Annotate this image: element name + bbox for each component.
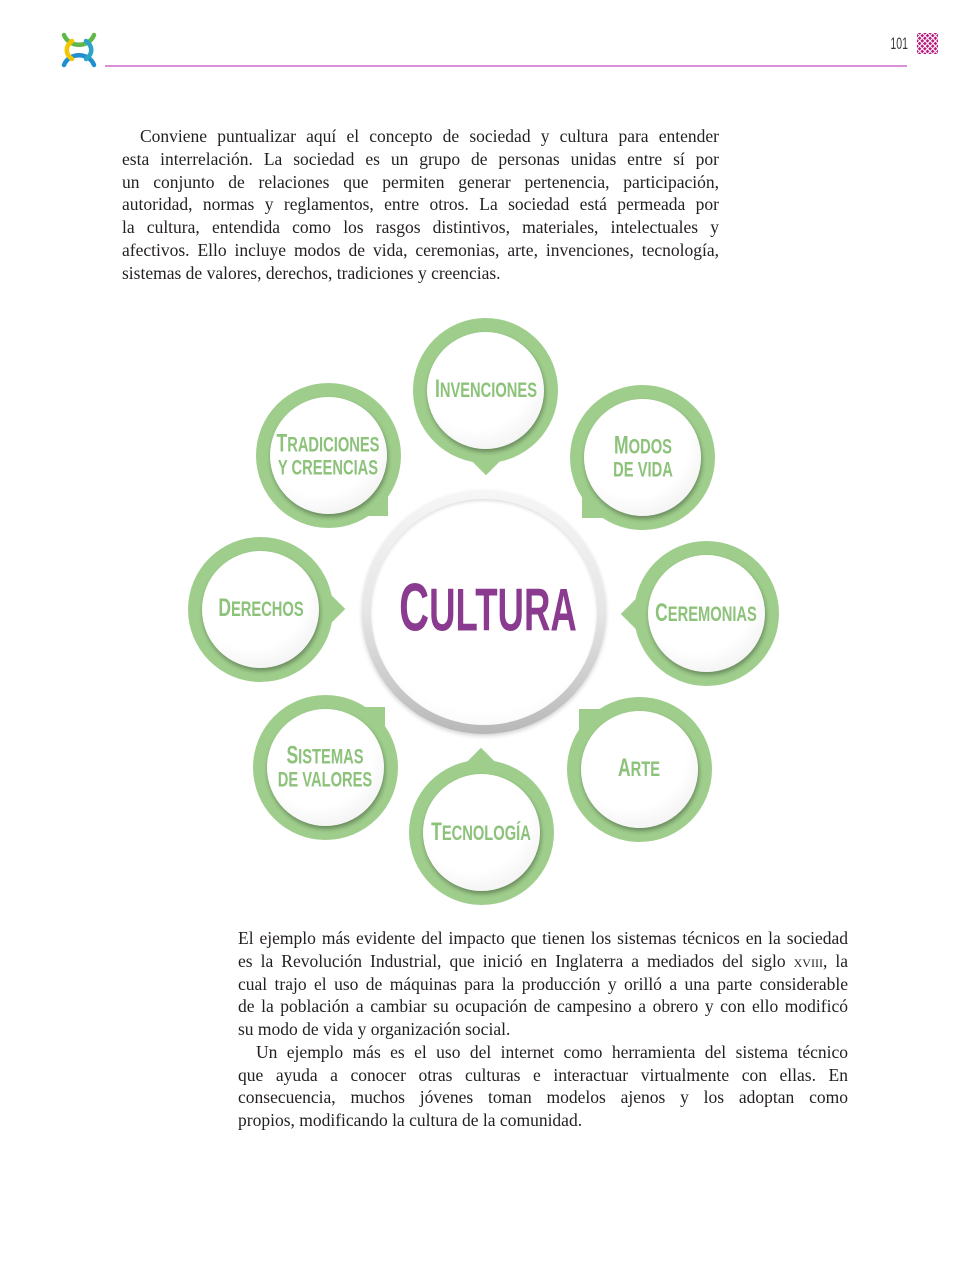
bubble-label-line: MODOS (613, 431, 672, 459)
bubble-label: TECNOLOGÍA (431, 817, 531, 846)
bubble-disc (269, 397, 387, 514)
bubble-label-line: Y CREENCIAS (277, 456, 379, 479)
bubble-disc (202, 550, 319, 668)
interlocking-arcs-logo-icon (61, 32, 97, 68)
bubble-disc (584, 399, 701, 516)
concept-bubble-sistemas-de-valores: SISTEMAS DE VALORES (252, 695, 398, 840)
concept-bubble-derechos: DERECHOS (188, 536, 346, 682)
concept-bubble-modos-de-vida: MODOS DE VIDA (570, 385, 715, 530)
bubble-label-line: DE VALORES (277, 768, 373, 791)
bubble-label-line: TECNOLOGÍA (431, 817, 531, 846)
bubble-label-line: ARTE (617, 754, 661, 782)
text-line: la cultura, entendida como los rasgos di… (122, 217, 719, 237)
bubble-label: TRADICIONES Y CREENCIAS (276, 429, 380, 480)
text-line: su modo de vida y organización social. (238, 1019, 511, 1039)
bubble-disc (647, 555, 765, 672)
concept-bubble-ceremonias: CEREMONIAS (620, 541, 779, 686)
bubble-label-line: SISTEMAS (286, 741, 364, 769)
text-line: que ayuda a conocer otras culturas e int… (238, 1064, 848, 1085)
text-line: propios, modificando la cultura de la co… (238, 1110, 583, 1130)
bubble-disc (422, 774, 540, 891)
text-line: El ejemplo más evidente del impacto que … (238, 928, 848, 948)
header-rule (105, 65, 907, 67)
text-line: afectivos. Ello incluye modos de vida, c… (122, 239, 719, 260)
bubble-label: CEREMONIAS (655, 598, 757, 627)
center-bubble (362, 490, 606, 734)
text-line: autoridad, normas y reglamentos, entre o… (122, 194, 719, 215)
bubble-disc (427, 331, 544, 449)
text-line: cual trajo el uso de máquinas para la pr… (238, 973, 848, 994)
bubble-label-line: DE VIDA (612, 458, 673, 481)
page-number: 101 (890, 34, 908, 53)
bubble-label: MODOS DE VIDA (612, 431, 673, 482)
bubble-label-line: DERECHOS (217, 594, 304, 622)
text-segment: es la Revolución Industrial, que inició … (238, 950, 794, 971)
center-bubble-disc (371, 499, 597, 725)
center-label: CULTURA (399, 569, 577, 646)
concept-bubble-tradiciones-y-creencias: TRADICIONES Y CREENCIAS (255, 383, 401, 528)
text-line: Un ejemplo más es el uso del internet co… (256, 1041, 848, 1062)
magenta-pattern-icon (917, 33, 938, 54)
bubble-label: SISTEMAS DE VALORES (277, 741, 373, 792)
bubble-label-line: INVENCIONES (434, 375, 537, 403)
text-segment: , la (822, 950, 848, 971)
text-line: consecuencia, muchos jóvenes toman model… (238, 1087, 848, 1108)
bubble-label: ARTE (617, 754, 661, 782)
concept-bubble-invenciones: INVENCIONES (413, 317, 558, 476)
bubble-label-line: CEREMONIAS (655, 598, 757, 627)
text-line: sistemas de valores, derechos, tradicion… (122, 262, 501, 283)
text-line: Conviene puntualizar aquí el concepto de… (140, 126, 719, 146)
text-line: es la Revolución Industrial, que inició … (238, 950, 848, 973)
century-numeral: xviii (793, 950, 823, 971)
bubble-label-line: TRADICIONES (276, 429, 380, 457)
text-line: esta interrelación. La sociedad es un gr… (122, 148, 719, 169)
concept-bubble-tecnologia: TECNOLOGÍA (408, 747, 554, 905)
body-text: El ejemplo más evidente del impacto que … (238, 927, 848, 1132)
text-line: un conjunto de relaciones que permiten g… (122, 171, 719, 192)
concept-bubble-arte: ARTE (566, 696, 712, 842)
bubble-disc (266, 709, 384, 826)
text-line: de la población a cambiar su ocupación d… (238, 996, 848, 1017)
bubble-disc (580, 710, 698, 828)
bubble-label: DERECHOS (217, 594, 304, 622)
intro-paragraph: Conviene puntualizar aquí el concepto de… (122, 125, 719, 284)
bubble-label: INVENCIONES (434, 375, 537, 403)
